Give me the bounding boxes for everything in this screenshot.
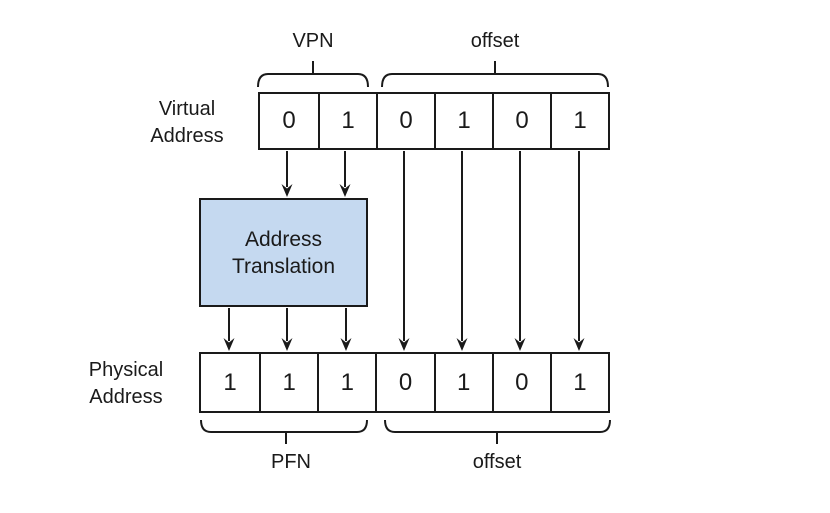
virtual-address-label-line2: Address bbox=[150, 125, 224, 147]
offset-arrow-1 bbox=[398, 151, 410, 351]
virtual-bit-cell: 1 bbox=[434, 94, 492, 148]
physical-bit-cell: 0 bbox=[375, 354, 433, 411]
offset-arrow-2 bbox=[456, 151, 468, 351]
virtual-address-label: Virtual Address bbox=[150, 96, 223, 150]
offset-top-brace bbox=[381, 61, 609, 88]
offset-top-label: offset bbox=[470, 30, 520, 52]
virtual-bit-cell: 1 bbox=[550, 94, 608, 148]
pfn-arrow-2 bbox=[281, 308, 293, 351]
physical-bit-cell: 1 bbox=[317, 354, 375, 411]
address-translation-box-line2: Translation bbox=[231, 254, 336, 278]
vpn-arrow-2 bbox=[339, 151, 351, 197]
physical-address-label-line1: Physical bbox=[88, 359, 164, 381]
address-translation-box: Address Translation bbox=[199, 198, 368, 307]
physical-address-label: Physical Address bbox=[89, 357, 163, 411]
pfn-arrow-3 bbox=[340, 308, 352, 351]
address-translation-box-line1: Address bbox=[244, 227, 323, 251]
virtual-bit-cell: 0 bbox=[492, 94, 550, 148]
pfn-arrow-1 bbox=[223, 308, 235, 351]
offset-arrow-4 bbox=[573, 151, 585, 351]
offset-bottom-label: offset bbox=[472, 451, 522, 473]
pfn-label: PFN bbox=[271, 451, 311, 473]
physical-bit-cell: 1 bbox=[259, 354, 317, 411]
physical-address-row: 1 1 1 0 1 0 1 bbox=[199, 352, 610, 413]
vpn-arrow-1 bbox=[281, 151, 293, 197]
offset-bottom-brace bbox=[384, 419, 611, 444]
physical-bit-cell: 0 bbox=[491, 354, 550, 411]
virtual-address-label-line1: Virtual bbox=[158, 98, 216, 120]
virtual-bit-cell: 1 bbox=[318, 94, 376, 148]
virtual-bit-cell: 0 bbox=[282, 107, 296, 134]
physical-bit-cell: 1 bbox=[223, 368, 237, 396]
virtual-bit-cell: 0 bbox=[376, 94, 434, 148]
vpn-label: VPN bbox=[292, 30, 334, 52]
physical-bit-cell: 1 bbox=[549, 354, 608, 411]
physical-address-label-line2: Address bbox=[89, 386, 163, 408]
physical-bit-cell: 1 bbox=[433, 354, 492, 411]
offset-arrow-3 bbox=[514, 151, 526, 351]
pfn-brace bbox=[200, 419, 368, 444]
virtual-address-row: 0 1 0 1 0 1 bbox=[258, 92, 610, 150]
vpn-brace bbox=[257, 61, 369, 88]
